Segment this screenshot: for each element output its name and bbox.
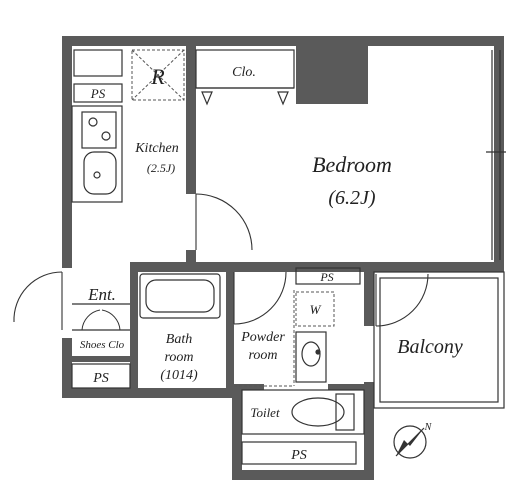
washbasin-icon [295, 331, 327, 383]
closet-label: Clo. [232, 65, 256, 80]
pipe-space-label-1: PS [90, 86, 106, 101]
bathroom-size: (1014) [160, 368, 198, 383]
pipe-space-box-1 [73, 49, 123, 77]
bathroom-label-1: Bath [166, 332, 192, 347]
kitchen-size: (2.5J) [147, 161, 175, 175]
doors [13, 193, 429, 330]
toilet-icon [291, 393, 355, 431]
stove-icon [81, 111, 117, 149]
refrigerator-label: R [150, 64, 165, 89]
pipe-space-box-3 [71, 363, 131, 389]
powder-room-label-1: Powder [240, 330, 285, 345]
pipe-space-box-5 [295, 267, 361, 285]
pipe-space-label-4: PS [319, 270, 333, 284]
pipe-space-label-2: PS [92, 371, 109, 386]
closet [195, 49, 295, 106]
toilet-label: Toilet [250, 405, 280, 420]
pipe-space-label-3: PS [290, 448, 307, 463]
balcony-label: Balcony [397, 336, 463, 358]
refrigerator-space [131, 49, 185, 101]
powder-room-label-2: room [248, 348, 277, 363]
pipe-space-box-4 [241, 441, 357, 465]
washer-label: W [310, 302, 322, 317]
bathtub-icon [139, 273, 221, 319]
bedroom-size: (6.2J) [328, 187, 376, 209]
shoe-closet-doors [81, 309, 121, 331]
shoes-closet-label: Shoes Clo [80, 339, 125, 351]
bedroom-label: Bedroom [312, 152, 392, 177]
washer-space [295, 291, 335, 327]
kitchen-label: Kitchen [134, 141, 179, 156]
powder-room-boundary [234, 290, 295, 387]
compass-north-label: N [424, 422, 433, 433]
compass-icon [393, 425, 427, 459]
entrance-label: Ent. [87, 285, 116, 304]
sink-icon [83, 151, 117, 195]
pipe-space-box-2 [73, 83, 123, 103]
bathroom-label-2: room [164, 350, 193, 365]
thin-lines [71, 50, 506, 435]
